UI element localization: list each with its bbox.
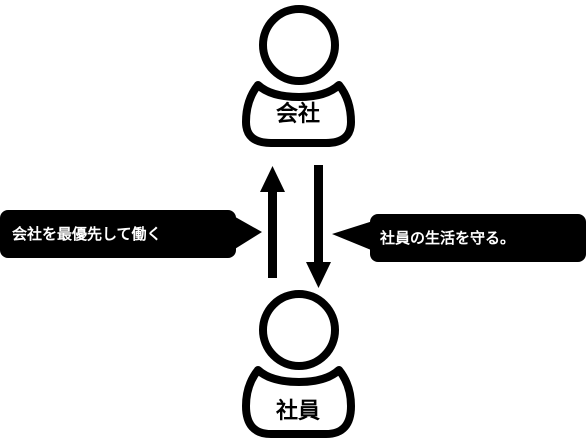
employee-person-icon [242, 290, 355, 438]
employee-label: 社員 [276, 398, 320, 424]
employee-to-company-text: 会社を最優先して働く [12, 225, 162, 243]
company-to-employee-text: 社員の生活を守る。 [379, 229, 515, 247]
employee-figure: 社員 [242, 290, 355, 438]
company-label: 会社 [276, 101, 320, 127]
employee-to-company-bubble: 会社を最優先して働く [0, 210, 262, 258]
company-figure: 会社 [242, 5, 355, 147]
arrow-down-icon [306, 165, 331, 288]
company-to-employee-bubble: 社員の生活を守る。 [332, 214, 586, 262]
arrow-up-icon [260, 166, 285, 278]
company-person-icon [242, 5, 355, 147]
